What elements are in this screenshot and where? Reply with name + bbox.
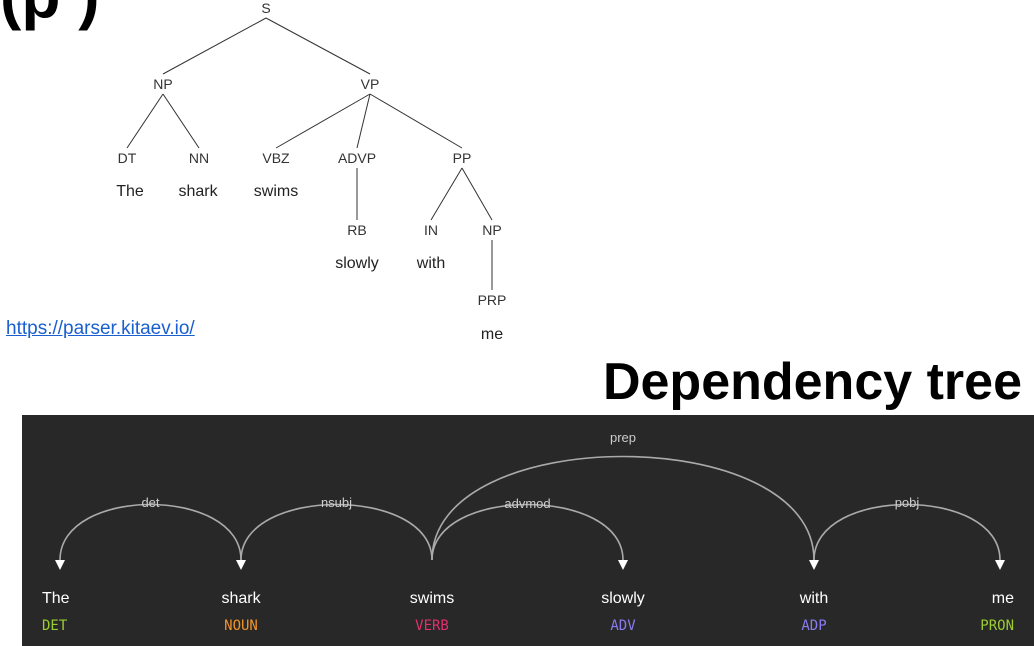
- tree-word-with: with: [416, 255, 445, 272]
- tree-node-pp: PP: [453, 150, 472, 166]
- tree-node-advp: ADVP: [338, 150, 376, 166]
- tree-edge-np1-dt: [126, 93, 164, 149]
- tree-edge-s-np1: [162, 17, 267, 75]
- dependency-arc-prep: [431, 455, 815, 561]
- dependency-token-me: me: [992, 590, 1014, 607]
- dependency-tag-ADV: ADV: [610, 618, 636, 634]
- tree-node-rb: RB: [347, 222, 366, 238]
- dependency-token-swims: swims: [410, 590, 454, 607]
- tree-edge-vp-pp: [369, 93, 463, 149]
- dependency-arc-pobj: [813, 503, 1001, 561]
- dependency-arc-nsubj: [240, 503, 433, 561]
- dependency-arc-advmod: [431, 503, 624, 561]
- parser-credit-link[interactable]: https://parser.kitaev.io/: [6, 318, 195, 339]
- tree-node-vp: VP: [361, 76, 380, 92]
- dependency-arrowhead-pobj: [995, 560, 1005, 570]
- tree-edge-vp-vbz: [275, 93, 371, 149]
- dependency-label-prep: prep: [610, 430, 636, 445]
- tree-node-np1: NP: [153, 76, 172, 92]
- dependency-tree-heading: Dependency tree: [602, 353, 1022, 411]
- constituency-tree: S NP VP DT NN VBZ ADVP PP RB IN NP PRP The shark swims…: [116, 0, 507, 343]
- tree-edge-s-vp: [265, 17, 371, 75]
- tree-word-me: me: [481, 326, 503, 343]
- tree-node-vbz: VBZ: [262, 150, 290, 166]
- tree-node-in: IN: [424, 222, 438, 238]
- dependency-label-pobj: pobj: [895, 495, 920, 510]
- tree-node-prp: PRP: [478, 292, 507, 308]
- tree-node-s: S: [261, 0, 270, 16]
- dependency-tag-VERB: VERB: [415, 618, 449, 634]
- tree-edge-pp-np2: [461, 167, 493, 221]
- dependency-token-The: The: [42, 590, 70, 607]
- tree-edge-vp-advp: [356, 93, 371, 149]
- dependency-tag-NOUN: NOUN: [224, 618, 258, 634]
- tree-word-swims: swims: [254, 183, 298, 200]
- tree-edge-pp-in: [430, 167, 463, 221]
- tree-edge-np1-nn: [162, 93, 200, 149]
- dependency-arrowhead-prep: [809, 560, 819, 570]
- dependency-token-with: with: [799, 590, 828, 607]
- dependency-token-slowly: slowly: [601, 590, 645, 607]
- dependency-tag-PRON: PRON: [980, 618, 1014, 634]
- dependency-arrowhead-det: [55, 560, 65, 570]
- partial-top-heading: (p ): [0, 0, 100, 32]
- tree-word-slowly: slowly: [335, 255, 379, 272]
- dependency-tag-DET: DET: [42, 618, 68, 634]
- dependency-token-shark: shark: [221, 590, 261, 607]
- tree-node-np2: NP: [482, 222, 501, 238]
- dependency-label-advmod: advmod: [504, 496, 550, 511]
- dependency-arrowhead-advmod: [618, 560, 628, 570]
- tree-node-dt: DT: [118, 150, 137, 166]
- tree-node-nn: NN: [189, 150, 209, 166]
- tree-word-The: The: [116, 183, 144, 200]
- dependency-arrowhead-nsubj: [236, 560, 246, 570]
- tree-word-shark: shark: [178, 183, 218, 200]
- dependency-label-det: det: [141, 495, 159, 510]
- dependency-label-nsubj: nsubj: [321, 495, 352, 510]
- dependency-arc-det: [59, 503, 242, 561]
- dependency-tag-ADP: ADP: [801, 618, 826, 634]
